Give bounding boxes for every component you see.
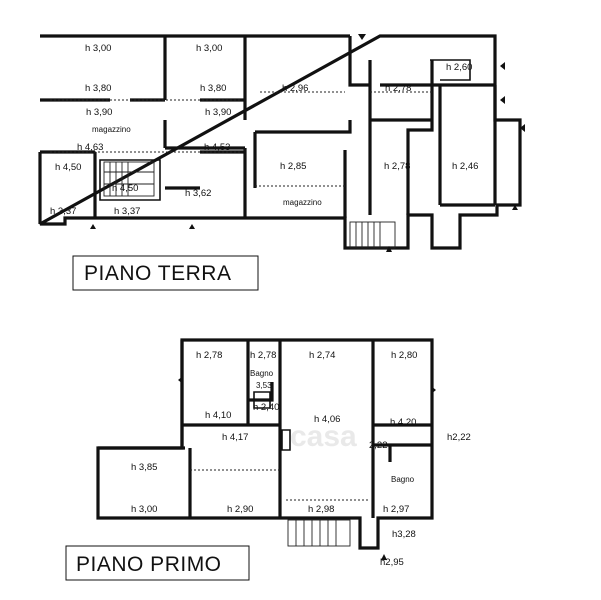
ground-dashed-lines <box>50 91 432 187</box>
ground-floor-title: PIANO TERRA <box>84 262 231 285</box>
ground-marker-right-2 <box>500 96 505 104</box>
ground-marker-right-1 <box>500 62 505 70</box>
first-label-f18: h3,28 <box>392 529 416 540</box>
first-label-f10: h2,22 <box>447 432 471 443</box>
ground-label-r7: h 2,78 <box>384 161 410 172</box>
ground-label-mag-right: h 3,90 <box>205 107 231 118</box>
first-label-f9: h 4,20 <box>390 417 416 428</box>
first-floor-thin-walls <box>253 391 291 451</box>
ground-label-r5: h 2,60 <box>446 62 472 73</box>
first-marker-bottom <box>381 554 387 560</box>
first-label-f17: h 2,97 <box>383 504 409 515</box>
first-label-f14: h 3,00 <box>131 504 157 515</box>
ground-marker-right-3 <box>520 124 525 132</box>
first-label-f15: h 2,90 <box>227 504 253 515</box>
first-stair <box>287 519 351 547</box>
ground-label-r3: h 2,96 <box>282 83 308 94</box>
first-label-f6: h 4,10 <box>205 410 231 421</box>
ground-label-r10: h 4,50 <box>112 183 138 194</box>
ground-stair-left <box>103 161 155 197</box>
ground-label-magazzino-2: magazzino <box>283 198 322 207</box>
first-label-f19: h2,95 <box>380 557 404 568</box>
ground-floor-thin-walls <box>99 59 471 201</box>
first-label-f3: 3,53 <box>256 381 272 390</box>
ground-label-r1-bottom: h 3,80 <box>85 83 111 94</box>
first-label-f12: 2,22 <box>369 440 388 451</box>
ground-stair-entrance <box>349 221 396 249</box>
ground-label-mag-bot-right: h 4,53 <box>204 142 230 153</box>
ground-floor-outer-wall <box>39 34 522 250</box>
ground-label-r2-top: h 3,00 <box>196 43 222 54</box>
ground-marker-right-bottom <box>512 205 518 210</box>
first-label-f11: h 4,17 <box>222 432 248 443</box>
first-label-bagno-1: Bagno <box>250 369 274 378</box>
first-marker-left <box>178 376 183 384</box>
ground-label-r4: h 2,78 <box>385 83 411 94</box>
ground-label-r12: h 3,37 <box>50 206 76 217</box>
ground-marker-mid-bottom <box>189 224 195 229</box>
first-label-f7: h 2,40 <box>253 402 279 413</box>
first-label-f16: h 2,98 <box>308 504 334 515</box>
ground-label-r8: h 2,46 <box>452 161 478 172</box>
watermark: casa <box>290 420 357 453</box>
ground-marker-left-bottom <box>90 224 96 229</box>
ground-marker-stair <box>386 246 392 252</box>
first-marker-right <box>431 386 436 394</box>
ground-marker-top <box>358 34 366 40</box>
ground-label-r1-top: h 3,00 <box>85 43 111 54</box>
first-label-f4: h 2,74 <box>309 350 335 361</box>
ground-label-mag-top: h 3,90 <box>86 107 112 118</box>
first-label-f1: h 2,78 <box>196 350 222 361</box>
first-dashed-lines <box>190 469 370 501</box>
ground-label-r6: h 2,85 <box>280 161 306 172</box>
first-floor-title-box <box>65 545 250 581</box>
ground-label-r13: h 3,37 <box>114 206 140 217</box>
first-label-bagno-2: Bagno <box>391 475 415 484</box>
ground-floor-title-box <box>72 255 259 291</box>
first-label-f8: h 4,06 <box>314 414 340 425</box>
ground-label-magazzino: magazzino <box>92 125 131 134</box>
first-floor-plan: h 2,78 h 2,78 Bagno 3,53 h 2,74 h 2,80 h… <box>65 338 471 581</box>
first-label-f2: h 2,78 <box>250 350 276 361</box>
ground-floor-plan: h 3,00 h 3,80 h 3,00 h 3,80 h 2,96 h 2,7… <box>38 34 525 291</box>
ground-label-r2-bottom: h 3,80 <box>200 83 226 94</box>
ground-label-r11: h 3,62 <box>185 188 211 199</box>
first-floor-partition-walls <box>98 340 432 518</box>
first-label-f5: h 2,80 <box>391 350 417 361</box>
ground-label-r9: h 4,50 <box>55 162 81 173</box>
ground-label-mag-bot-left: h 4,63 <box>77 142 103 153</box>
first-floor-title: PIANO PRIMO <box>76 553 222 576</box>
first-label-f13: h 3,85 <box>131 462 157 473</box>
